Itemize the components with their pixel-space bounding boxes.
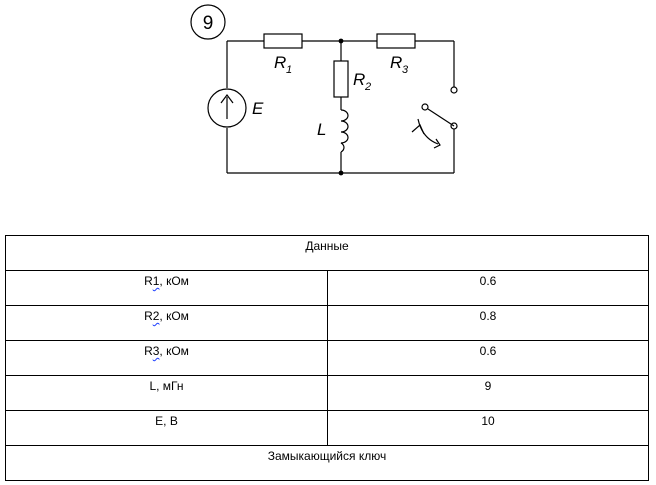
row-label-rest: , кОм: [159, 309, 189, 323]
row-label-cell: R1, кОм: [5, 270, 328, 306]
row-value-cell: 0.6: [327, 270, 649, 306]
row-label-cell: E, В: [5, 410, 328, 446]
row-label: R: [144, 274, 153, 288]
table-row: L, мГн 9: [5, 375, 649, 411]
row-value-cell: 0.6: [327, 340, 649, 376]
label-r1-sub: 1: [286, 64, 292, 76]
inductor-l: L: [317, 109, 349, 153]
table-footer: Замыкающийся ключ: [267, 449, 387, 463]
label-r2: R: [353, 70, 365, 89]
resistor-r2: R 2: [333, 60, 371, 98]
row-label-cell: R2, кОм: [5, 305, 328, 341]
row-value: 0.6: [479, 274, 497, 288]
row-value: 10: [481, 414, 495, 428]
table-footer-cell: Замыкающийся ключ: [5, 445, 649, 481]
resistor-r1: R 1: [263, 33, 303, 76]
row-label: R: [144, 309, 153, 323]
table-footer-row: Замыкающийся ключ: [5, 445, 649, 481]
table-row: R3, кОм 0.6: [5, 340, 649, 376]
closing-switch: [411, 86, 458, 149]
label-l: L: [317, 120, 326, 139]
resistor-r3: R 3: [376, 33, 416, 76]
row-value-cell: 10: [327, 410, 649, 446]
variant-badge: 9: [190, 4, 226, 40]
label-r3: R: [390, 53, 402, 72]
junction-top-dot: [338, 38, 344, 44]
circuit-diagram: 9 R 1 R 3 R 2 L: [190, 4, 458, 176]
table-header-cell: Данные: [5, 235, 649, 271]
table-header: Данные: [305, 239, 349, 253]
row-label: L, мГн: [149, 379, 184, 393]
row-value: 0.6: [479, 344, 497, 358]
table-row: E, В 10: [5, 410, 649, 446]
row-label: E, В: [155, 414, 178, 428]
row-label-sub: 1: [152, 274, 160, 288]
table-row: R2, кОм 0.8: [5, 305, 649, 341]
table-row: R1, кОм 0.6: [5, 270, 649, 306]
label-r1: R: [274, 53, 286, 72]
row-label-rest: , кОм: [159, 274, 189, 288]
row-label-sub: 2: [152, 309, 160, 323]
row-value: 9: [484, 379, 492, 393]
junction-bottom-dot: [338, 170, 344, 176]
row-value-cell: 0.8: [327, 305, 649, 341]
row-label: R: [144, 344, 153, 358]
row-label-rest: , кОм: [159, 344, 189, 358]
label-r3-sub: 3: [402, 64, 409, 76]
row-label-cell: L, мГн: [5, 375, 328, 411]
label-e: E: [252, 99, 264, 118]
voltage-source-e: E: [207, 88, 264, 128]
row-value: 0.8: [479, 309, 497, 323]
label-r2-sub: 2: [364, 81, 371, 93]
row-label-cell: R3, кОм: [5, 340, 328, 376]
row-value-cell: 9: [327, 375, 649, 411]
variant-number: 9: [203, 13, 214, 34]
row-label-sub: 3: [152, 344, 160, 358]
data-table: Данные R1, кОм 0.6 R2, кОм 0.8 R3, кОм 0…: [5, 235, 649, 481]
table-header-row: Данные: [5, 235, 649, 271]
